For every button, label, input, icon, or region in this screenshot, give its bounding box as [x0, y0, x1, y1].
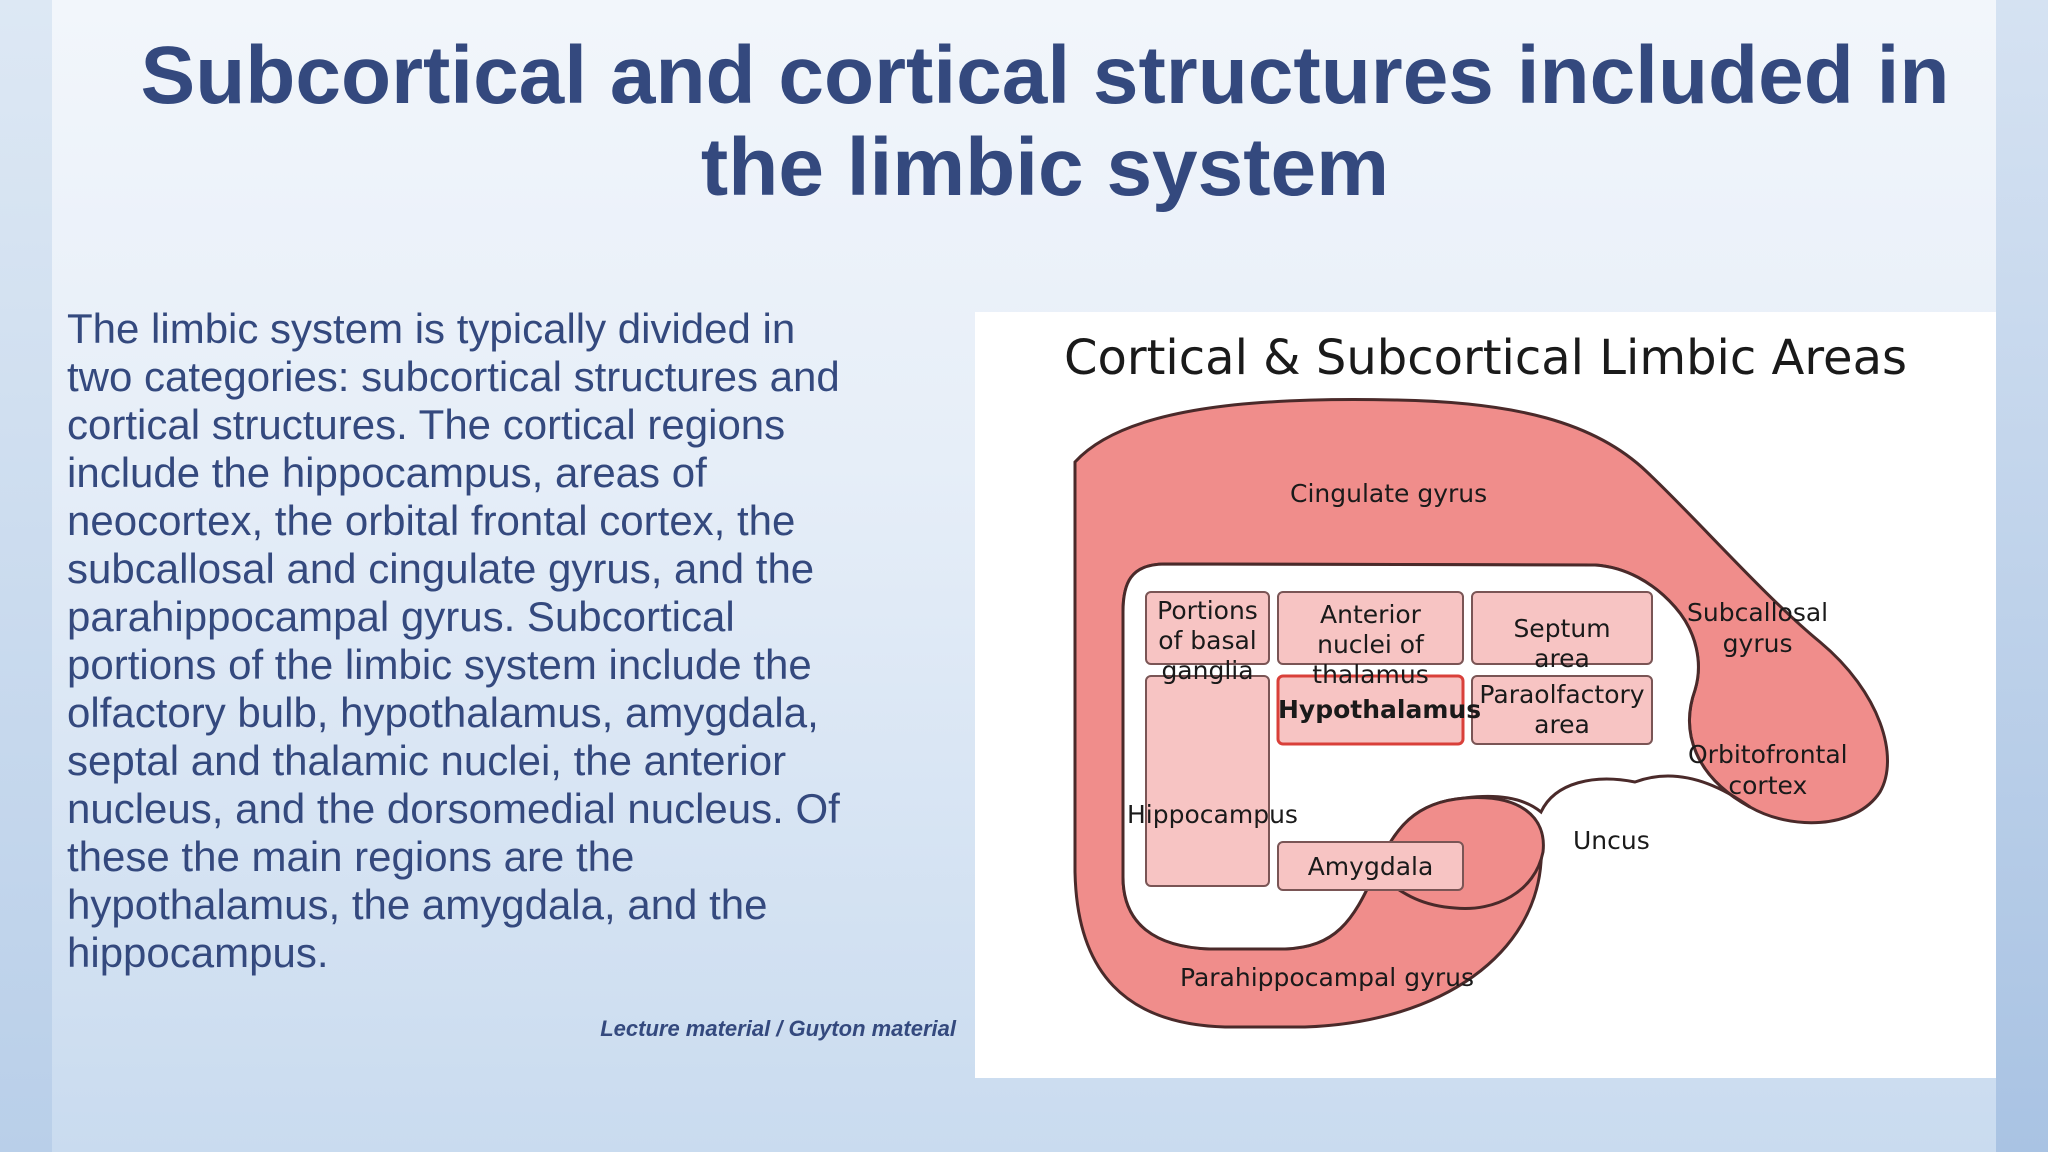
label-hypothalamus: Hypothalamus	[1278, 695, 1482, 724]
citation: Lecture material / Guyton material	[600, 1016, 956, 1041]
slide-title: Subcortical and cortical structures incl…	[60, 30, 2030, 214]
body-line: include the hippocampus, areas of	[67, 449, 707, 496]
label-anterior-thalamus: Anterior nuclei of thalamus	[1278, 600, 1463, 690]
box-hypothalamus	[1276, 674, 1465, 746]
label-subcallosal-line2: gyrus	[1722, 629, 1793, 658]
box-hippocampus	[1145, 675, 1270, 887]
label-uncus: Uncus	[1573, 826, 1650, 855]
label-parahippocampal-gyrus: Parahippocampal gyrus	[1180, 963, 1475, 992]
body-line: cortical structures. The cortical region…	[67, 401, 786, 448]
label-basal-line1: Portions	[1157, 596, 1258, 625]
body-line: septal and thalamic nuclei, the anterior	[67, 737, 787, 784]
body-line: hypothalamus, the amygdala, and the	[67, 881, 768, 928]
body-line: portions of the limbic system include th…	[67, 641, 812, 688]
body-line: neocortex, the orbital frontal cortex, t…	[67, 497, 796, 544]
title-line-1: Subcortical and cortical structures incl…	[140, 30, 1950, 121]
box-paraolfactory	[1471, 675, 1653, 745]
box-amygdala	[1277, 841, 1464, 891]
body-paragraph: The limbic system is typically divided i…	[67, 305, 967, 977]
label-cingulate-gyrus: Cingulate gyrus	[1290, 479, 1488, 508]
box-anterior-thalamus	[1277, 591, 1464, 665]
label-septum-line2: area	[1534, 644, 1590, 673]
label-orbitofrontal-cortex: Orbitofrontal cortex	[1688, 739, 1848, 801]
body-line: nucleus, and the dorsomedial nucleus. Of	[67, 785, 840, 832]
figure-title: Cortical & Subcortical Limbic Areas	[1063, 330, 1908, 386]
body-line: parahippocampal gyrus. Subcortical	[67, 593, 735, 640]
label-orbitofrontal-line1: Orbitofrontal	[1688, 740, 1848, 769]
label-paraolfactory: Paraolfactory area	[1472, 680, 1652, 740]
body-line: two categories: subcortical structures a…	[67, 353, 840, 400]
label-thal-line3: thalamus	[1312, 660, 1429, 689]
box-basal-ganglia	[1145, 591, 1270, 665]
title-line-2: the limbic system	[700, 122, 1390, 213]
right-side-band	[1996, 0, 2048, 1152]
label-basal-ganglia: Portions of basal ganglia	[1146, 596, 1269, 686]
body-line: subcallosal and cingulate gyrus, and the	[67, 545, 815, 592]
body-line: olfactory bulb, hypothalamus, amygdala,	[67, 689, 819, 736]
limbic-diagram-svg	[1073, 398, 1889, 1029]
label-paraolf-line2: area	[1534, 710, 1590, 739]
body-line: hippocampus.	[67, 929, 329, 976]
label-septum: Septum area	[1472, 614, 1652, 674]
label-orbitofrontal-line2: cortex	[1728, 771, 1808, 800]
label-thal-line1: Anterior	[1320, 600, 1421, 629]
body-line: The limbic system is typically divided i…	[67, 305, 796, 352]
box-septum	[1471, 591, 1653, 665]
label-amygdala: Amygdala	[1307, 852, 1434, 881]
label-septum-line1: Septum	[1513, 614, 1611, 643]
body-line: these the main regions are the	[67, 833, 635, 880]
label-basal-line2: of basal	[1158, 626, 1257, 655]
label-basal-line3: ganglia	[1161, 656, 1254, 685]
limbic-diagram-figure: Cortical & Subcortical Limbic Areas Cing…	[975, 312, 1996, 1078]
label-paraolf-line1: Paraolfactory	[1479, 680, 1645, 709]
label-subcallosal-gyrus: Subcallosal gyrus	[1687, 597, 1828, 659]
label-thal-line2: nuclei of	[1317, 630, 1424, 659]
label-subcallosal-line1: Subcallosal	[1687, 598, 1829, 627]
left-side-band	[0, 0, 52, 1152]
label-hippocampus: Hippocampus	[1127, 800, 1298, 829]
